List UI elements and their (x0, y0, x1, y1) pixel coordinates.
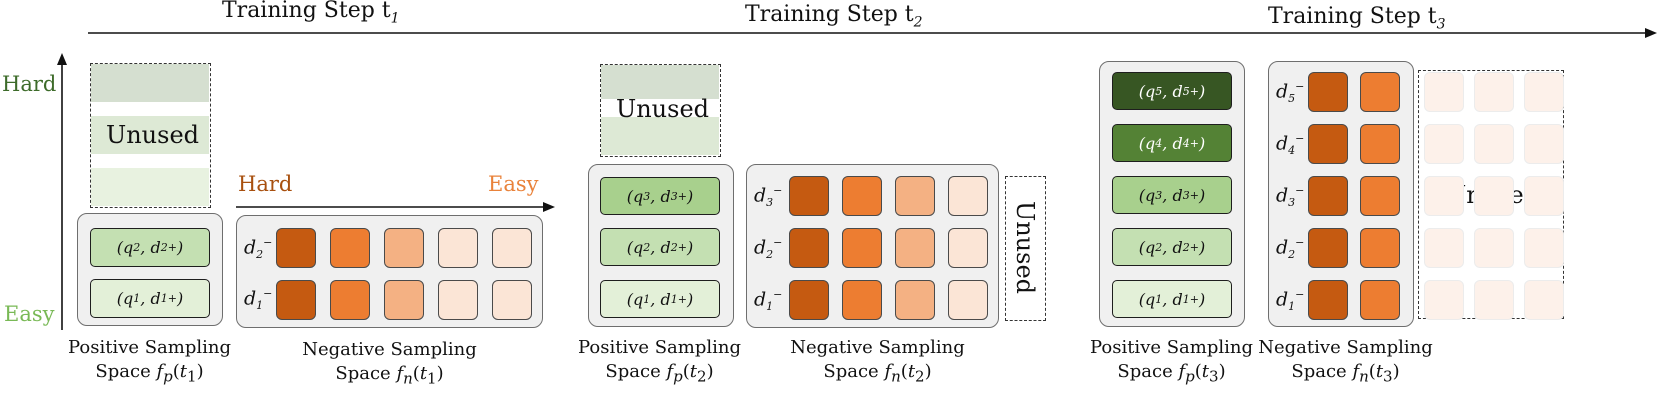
neg-square-step3-r3-c1 (1360, 228, 1400, 268)
unused-label-step2: Unused (616, 95, 710, 123)
unused-square-step3-r2-c1 (1474, 176, 1514, 216)
unused-square-step3-r2-c0 (1424, 176, 1464, 216)
unused-box-step2-neg (1005, 176, 1046, 321)
unused-square-step3-r3-c1 (1474, 228, 1514, 268)
unused-square-step3-r1-c0 (1424, 124, 1464, 164)
unused-square-step3-r0-c2 (1524, 72, 1564, 112)
unused-square-step3-r0-c1 (1474, 72, 1514, 112)
neg-square-step2-r1-c2 (895, 228, 935, 268)
neg-square-step2-r2-c0 (789, 280, 829, 320)
neg-square-step1-r0-c1 (330, 228, 370, 268)
neg-square-step3-r1-c0 (1308, 124, 1348, 164)
neg-square-step3-r0-c1 (1360, 72, 1400, 112)
neg-square-step1-r1-c0 (276, 280, 316, 320)
neg-square-step1-r0-c2 (384, 228, 424, 268)
neg-square-step2-r2-c3 (948, 280, 988, 320)
unused-square-step3-r4-c0 (1424, 280, 1464, 320)
unused-square-step3-r1-c1 (1474, 124, 1514, 164)
neg-square-step1-r1-c1 (330, 280, 370, 320)
neg-easy-label: Easy (488, 172, 539, 196)
unused-square-step3-r4-c1 (1474, 280, 1514, 320)
unused-square-step3-r1-c2 (1524, 124, 1564, 164)
neg-square-step1-r0-c3 (438, 228, 478, 268)
unused-square-step3-r4-c2 (1524, 280, 1564, 320)
neg-square-step3-r2-c1 (1360, 176, 1400, 216)
axis-hard-label: Hard (2, 72, 57, 96)
neg-square-step1-r0-c4 (492, 228, 532, 268)
caption-negative-step1: Negative Sampling Space fn(t1) (302, 339, 477, 388)
neg-square-step3-r2-c0 (1308, 176, 1348, 216)
neg-square-step1-r1-c4 (492, 280, 532, 320)
neg-square-step2-r2-c2 (895, 280, 935, 320)
neg-label-d1-step2: d1− (754, 288, 783, 314)
caption-positive-step1: Positive Sampling Space fp(t1) (67, 337, 232, 386)
neg-square-step2-r1-c1 (842, 228, 882, 268)
unused-label-step1: Unused (106, 121, 200, 149)
caption-negative-step2: Negative Sampling Space fn(t2) (790, 337, 965, 386)
unused-square-step3-r3-c2 (1524, 228, 1564, 268)
axis-easy-label: Easy (4, 302, 55, 326)
neg-square-step1-r1-c2 (384, 280, 424, 320)
neg-hard-label: Hard (238, 172, 293, 196)
neg-square-step2-r0-c2 (895, 176, 935, 216)
neg-label-d2-step1: d2− (244, 236, 273, 262)
unused-square-step3-r0-c0 (1424, 72, 1464, 112)
neg-square-step2-r0-c1 (842, 176, 882, 216)
neg-square-step3-r1-c1 (1360, 124, 1400, 164)
unused-square-step3-r3-c0 (1424, 228, 1464, 268)
neg-square-step3-r4-c1 (1360, 280, 1400, 320)
caption-positive-step3: Positive Sampling Space fp(t3) (1089, 337, 1254, 386)
step-title-3: Training Step t3 (1268, 4, 1446, 33)
neg-square-step1-r0-c0 (276, 228, 316, 268)
neg-square-step2-r0-c3 (948, 176, 988, 216)
neg-square-step3-r0-c0 (1308, 72, 1348, 112)
neg-square-step1-r1-c3 (438, 280, 478, 320)
unused-box-step2 (600, 64, 721, 157)
unused-label-step2-neg: Unused (1011, 201, 1039, 295)
caption-negative-step3: Negative Sampling Space fn(t3) (1258, 337, 1433, 386)
step-title-1: Training Step t1 (222, 0, 400, 27)
neg-label-d1-step1: d1− (244, 287, 273, 313)
neg-square-step2-r0-c0 (789, 176, 829, 216)
unused-square-step3-r2-c2 (1524, 176, 1564, 216)
neg-label-d3-step2: d3− (754, 184, 783, 210)
neg-square-step3-r3-c0 (1308, 228, 1348, 268)
neg-square-step2-r1-c3 (948, 228, 988, 268)
neg-label-d2-step3: d2− (1276, 236, 1305, 262)
step-title-2: Training Step t2 (745, 2, 923, 31)
neg-square-step2-r1-c0 (789, 228, 829, 268)
unused-box-step1 (90, 63, 211, 208)
neg-label-d2-step2: d2− (754, 236, 783, 262)
neg-label-d1-step3: d1− (1276, 288, 1305, 314)
neg-label-d4-step3: d4− (1276, 132, 1305, 158)
caption-positive-step2: Positive Sampling Space fp(t2) (577, 337, 742, 386)
neg-label-d5-step3: d5− (1276, 80, 1305, 106)
neg-square-step3-r4-c0 (1308, 280, 1348, 320)
neg-square-step2-r2-c1 (842, 280, 882, 320)
neg-label-d3-step3: d3− (1276, 184, 1305, 210)
